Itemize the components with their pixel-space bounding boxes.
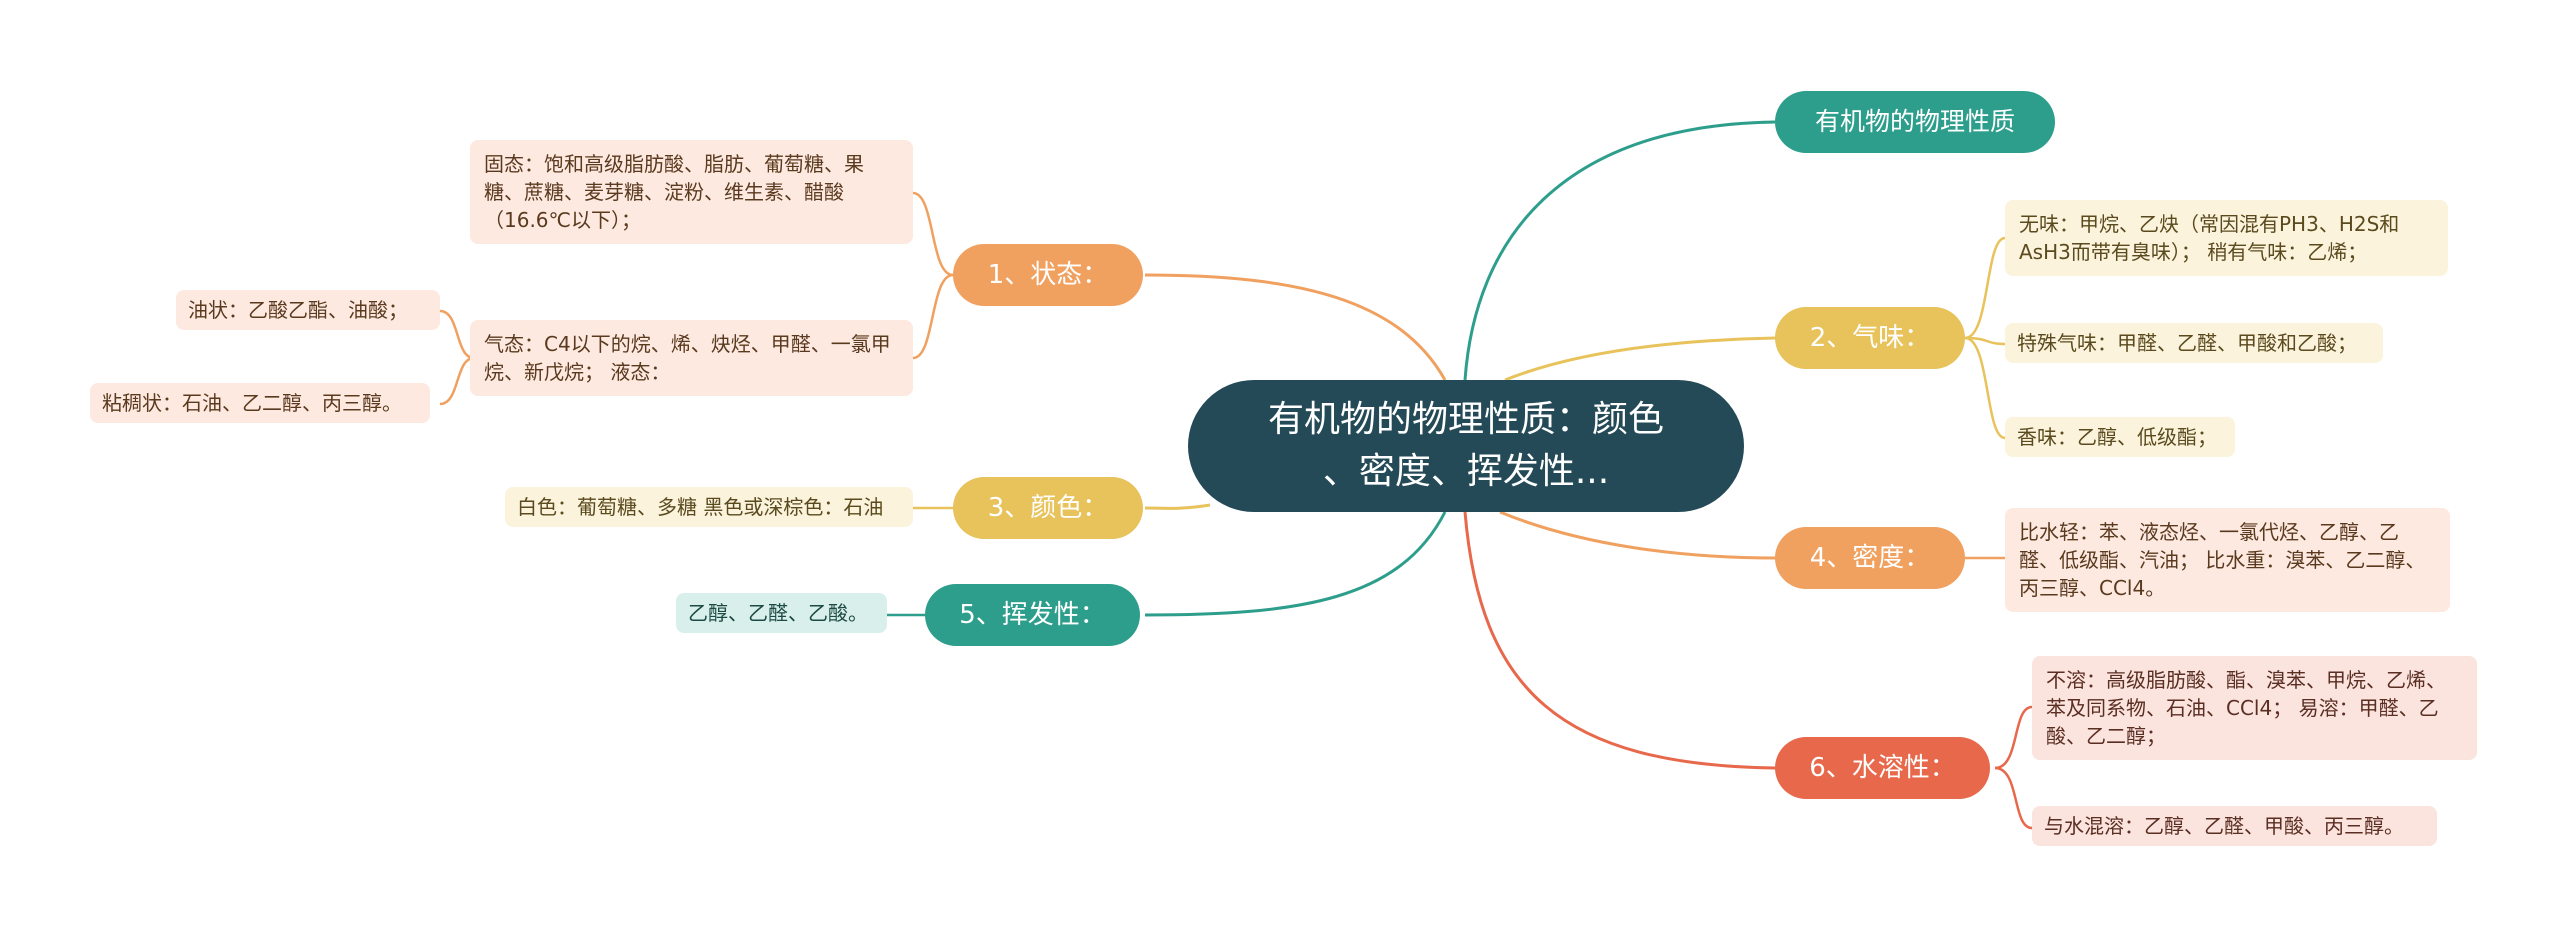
link-b1-gas <box>912 273 954 360</box>
link-center-b2 <box>1504 336 1776 382</box>
link-center-b0 <box>1463 120 1776 381</box>
link-b1-solid <box>912 191 954 277</box>
leaf-color-info[interactable]: 白色：葡萄糖、多糖 黑色或深棕色：石油 <box>505 487 913 527</box>
leaf-solubility-miscible[interactable]: 与水混溶：乙醇、乙醛、甲酸、丙三醇。 <box>2032 806 2437 846</box>
branch-physical-properties[interactable]: 有机物的物理性质 <box>1775 91 2055 153</box>
leaf-smell-none[interactable]: 无味：甲烷、乙炔（常因混有PH3、H2S和AsH3而带有臭味）； 稍有气味：乙烯… <box>2005 200 2448 276</box>
branch-density[interactable]: 4、密度： <box>1775 527 1965 589</box>
leaf-state-oily[interactable]: 油状：乙酸乙酯、油酸； <box>176 290 440 330</box>
link-center-b5 <box>1144 511 1447 617</box>
link-b6-miscible <box>1994 766 2033 830</box>
leaf-smell-fragrant[interactable]: 香味：乙醇、低级酯； <box>2005 417 2235 457</box>
leaf-state-viscous[interactable]: 粘稠状：石油、乙二醇、丙三醇。 <box>90 383 430 423</box>
leaf-volatile-info[interactable]: 乙醇、乙醛、乙酸。 <box>676 593 887 633</box>
branch-color[interactable]: 3、颜色： <box>953 477 1143 539</box>
link-gas-oily <box>439 309 475 360</box>
link-center-b1 <box>1144 273 1447 381</box>
central-topic[interactable]: 有机物的物理性质：颜色 、密度、挥发性... <box>1188 380 1744 512</box>
branch-state[interactable]: 1、状态： <box>953 244 1143 306</box>
link-b2-none <box>1964 236 2006 340</box>
central-topic-line2: 、密度、挥发性... <box>1322 451 1610 492</box>
central-topic-line1: 有机物的物理性质：颜色 <box>1267 399 1664 440</box>
leaf-smell-special[interactable]: 特殊气味：甲醛、乙醛、甲酸和乙酸； <box>2005 323 2383 363</box>
link-b2-special <box>1964 336 2006 346</box>
branch-smell[interactable]: 2、气味： <box>1775 307 1965 369</box>
leaf-density-info[interactable]: 比水轻：苯、液态烃、一氯代烃、乙醇、乙醛、低级酯、汽油； 比水重：溴苯、乙二醇、… <box>2005 508 2450 612</box>
link-center-b3 <box>1144 503 1211 510</box>
branch-volatility[interactable]: 5、挥发性： <box>925 584 1140 646</box>
link-center-b4 <box>1499 510 1776 560</box>
leaf-state-gas[interactable]: 气态：C4以下的烷、烯、炔烃、甲醛、一氯甲烷、新戊烷； 液态： <box>470 320 913 396</box>
link-b6-insoluble <box>1994 705 2033 770</box>
branch-solubility[interactable]: 6、水溶性： <box>1775 737 1990 799</box>
leaf-solubility-insoluble[interactable]: 不溶：高级脂肪酸、酯、溴苯、甲烷、乙烯、苯及同系物、石油、CCl4； 易溶：甲醛… <box>2032 656 2477 760</box>
link-gas-viscous <box>439 356 475 406</box>
link-b2-fragrant <box>1964 336 2006 440</box>
leaf-state-solid[interactable]: 固态：饱和高级脂肪酸、脂肪、葡萄糖、果糖、蔗糖、麦芽糖、淀粉、维生素、醋酸（16… <box>470 140 913 244</box>
link-center-b6 <box>1463 511 1776 770</box>
